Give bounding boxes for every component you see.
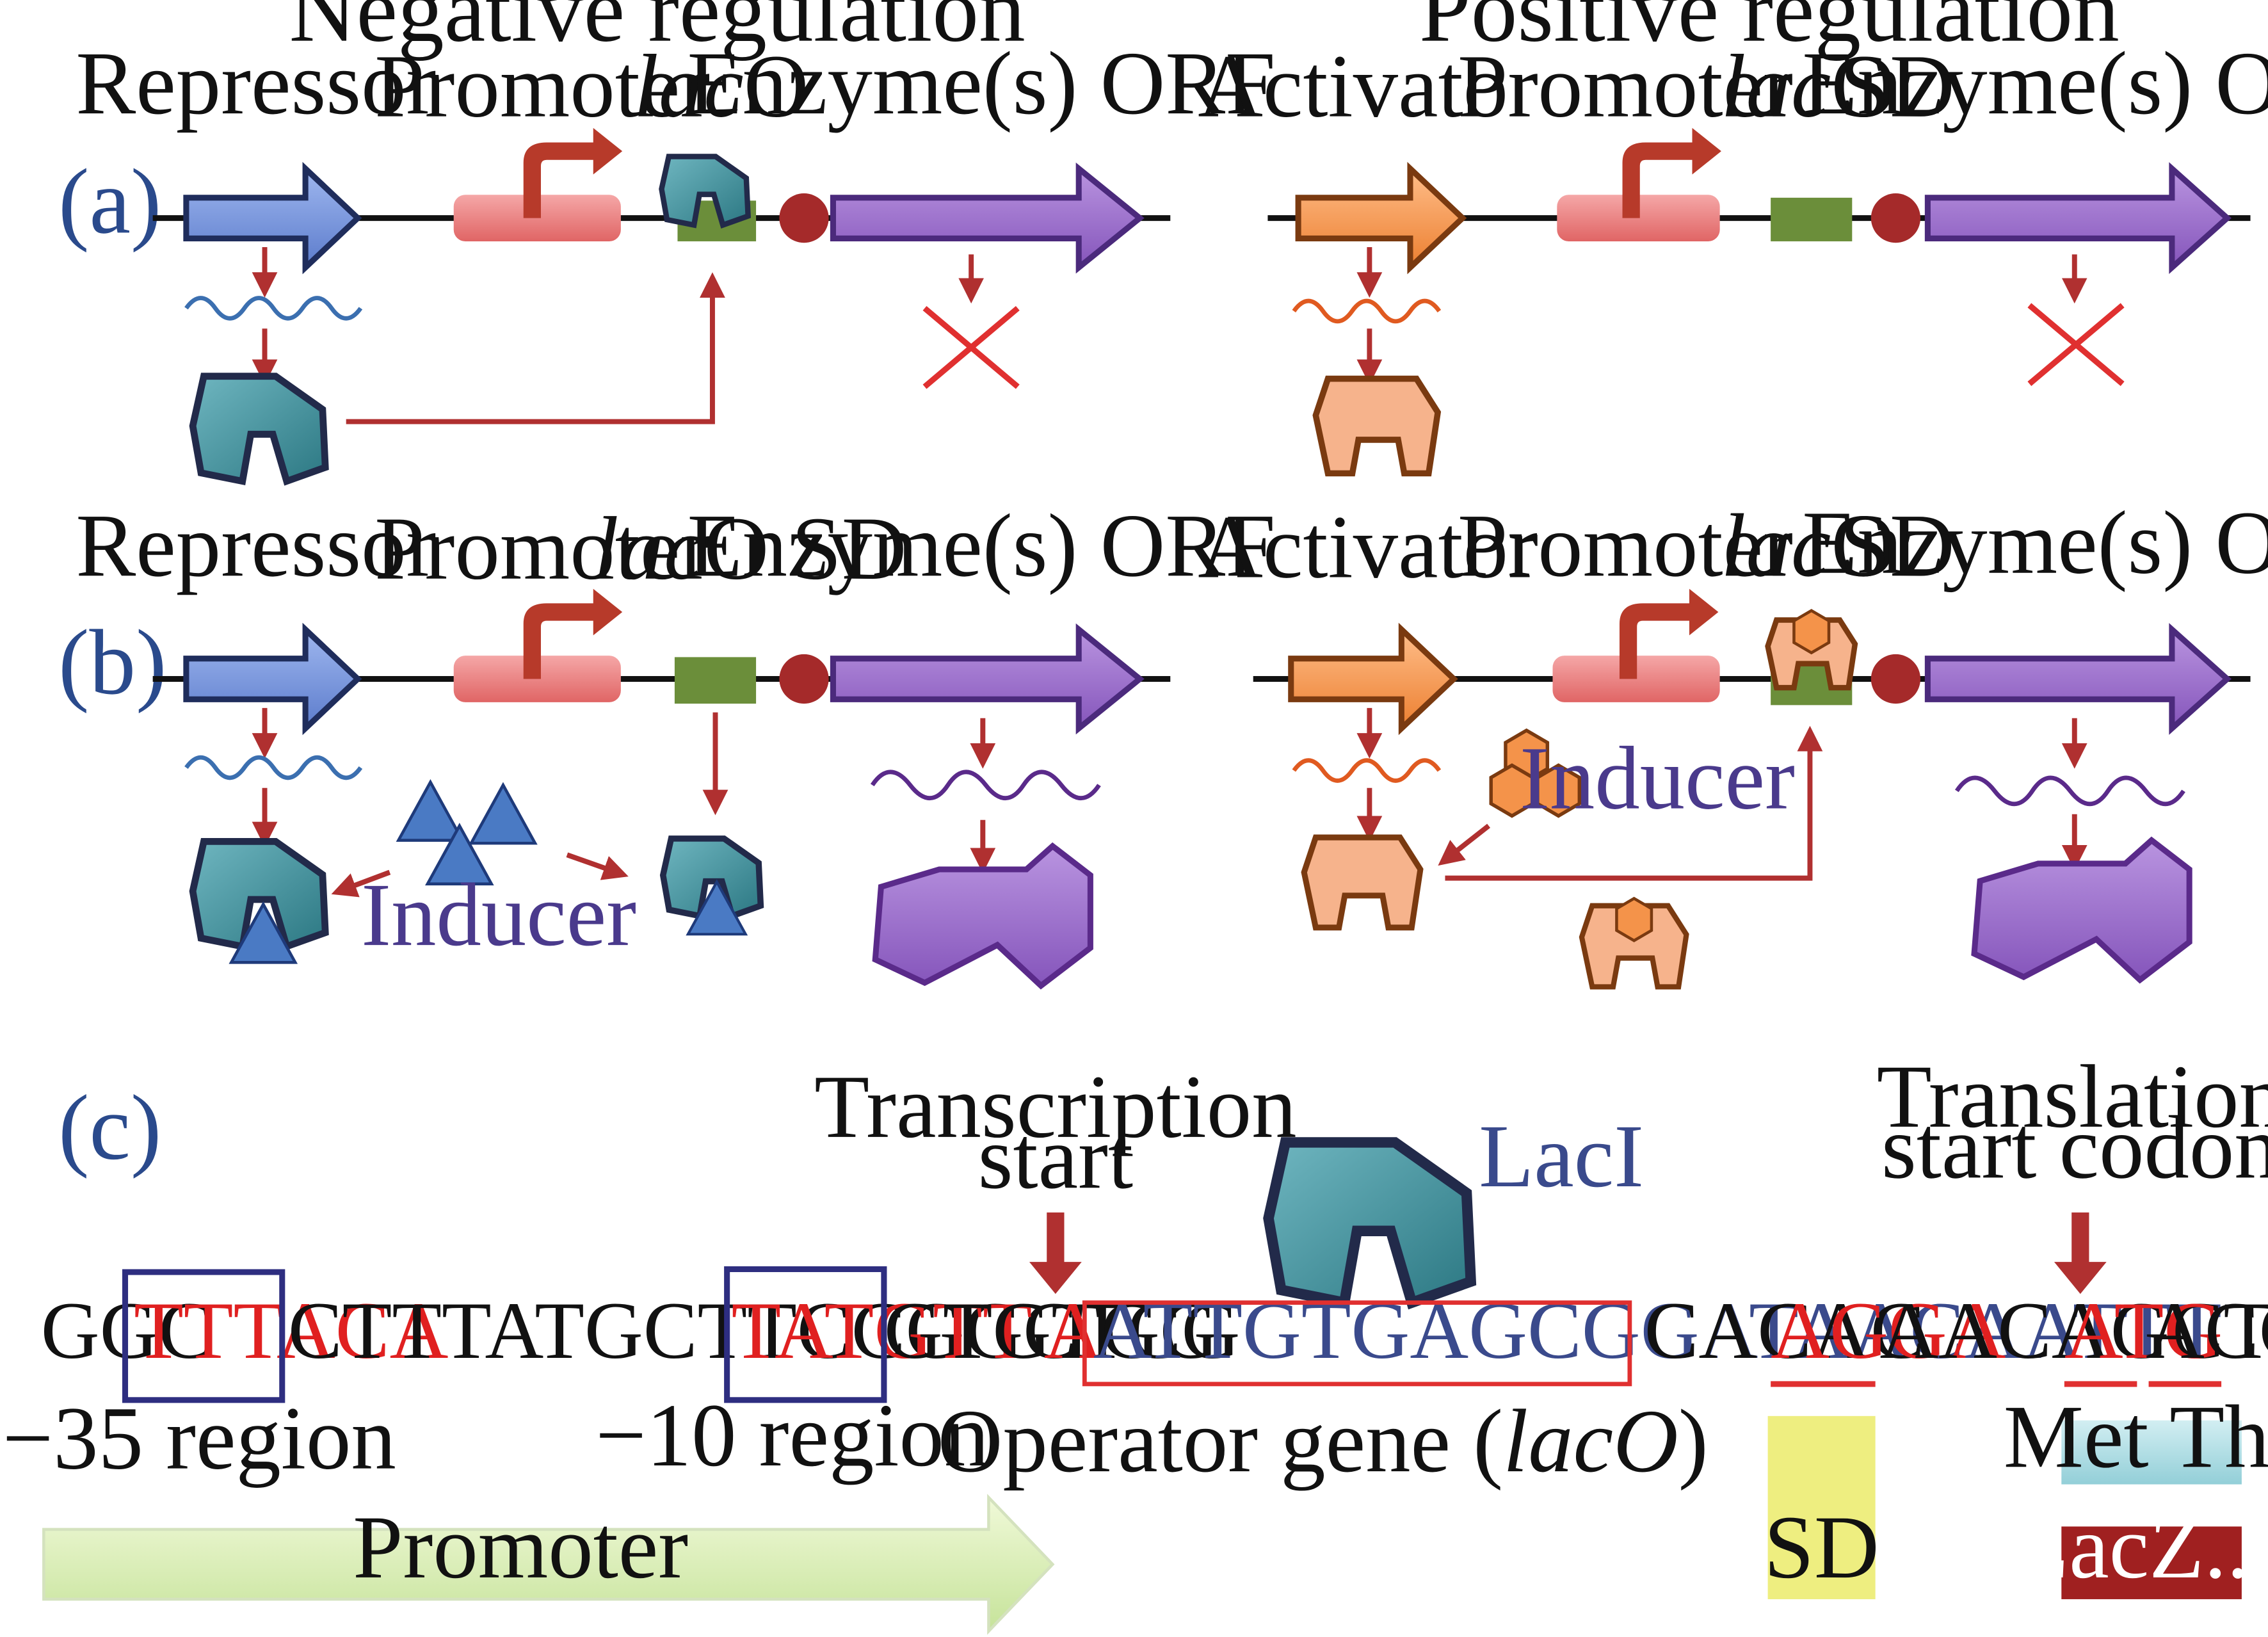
sd-box-label: SD <box>1764 1498 1879 1597</box>
activator-label-b: Activator <box>1198 498 1538 597</box>
inducer-label-pos-b: Inducer <box>1520 729 1795 828</box>
enzyme-orf-label-neg-a: Enzyme(s) ORF <box>688 34 1276 133</box>
laco-label-pos-a: lacO <box>1721 37 1896 136</box>
mrna-wave-enzyme-pos-b <box>1954 775 2185 807</box>
translation-start-label-2: start codon <box>1881 1098 2268 1197</box>
blocked-cross-pos-a <box>2027 303 2125 386</box>
inducer-label-neg-b: Inducer <box>361 866 636 965</box>
translation-start-arrow <box>2054 1212 2107 1294</box>
repressor-label-b: Repressor <box>76 496 436 595</box>
translation-start-label-1: Translation <box>1877 1047 2268 1147</box>
promoter-arrow-c <box>42 1494 1055 1635</box>
transcription-start-label-1: Transcription <box>814 1058 1296 1157</box>
repressor-label-a: Repressor <box>76 34 436 133</box>
activator-protein-b <box>1304 837 1420 928</box>
panel-b-label: (b) <box>58 611 166 714</box>
seq-acc: ACC <box>2146 1286 2268 1376</box>
activator-protein-a <box>1315 379 1438 474</box>
panel-a-label: (a) <box>58 150 161 253</box>
seq-cacac: CACAC <box>1645 1286 1925 1376</box>
seq-aacagct: AACAGCT <box>1879 1286 2268 1376</box>
activator-label-a: Activator <box>1198 37 1538 136</box>
enzyme-orf-label-pos-a: Enzyme(s) ORF <box>1802 34 2268 133</box>
sd-label-pos-a: SD <box>1840 37 1955 136</box>
sd-label-pos-b: SD <box>1840 496 1955 595</box>
blocked-cross-neg-a <box>922 305 1020 389</box>
minus10-box <box>724 1266 887 1403</box>
negative-regulation-title: Negative regulation <box>289 0 1025 61</box>
enzyme-protein-neg-b <box>875 846 1090 986</box>
positive-regulation-title: Positive regulation <box>1419 0 2119 61</box>
met-thr-box <box>2061 1420 2242 1485</box>
inducer-hex-bound-b <box>1794 611 1829 653</box>
operator-box <box>1082 1300 1632 1387</box>
seq-sd: AGGA <box>1771 1286 2006 1376</box>
minus35-box <box>122 1269 286 1403</box>
mrna-wave-neg-b <box>184 755 363 780</box>
mrna-wave-neg-a <box>184 296 363 321</box>
minus10-label: −10 region <box>595 1386 989 1485</box>
sd-yellow-box <box>1767 1415 1876 1599</box>
promoter-label-c: Promoter <box>353 1498 688 1597</box>
met-thr-label: Met Thr <box>2004 1387 2268 1487</box>
inducer-hex-complex-b <box>1616 898 1652 940</box>
minus35-label: −35 region <box>3 1389 396 1488</box>
seq-spacer: CTTTATGCTTCCGGCTCG <box>288 1286 1240 1376</box>
lacz-box <box>2061 1526 2242 1599</box>
mrna-wave-pos-a <box>1292 298 1442 324</box>
promoter-label-neg-b: Promoter <box>374 499 710 599</box>
dna-positive-a <box>1267 127 2251 275</box>
laci-label: LacI <box>1479 1107 1644 1206</box>
enzyme-protein-pos-b <box>1974 841 2189 980</box>
laci-protein <box>1269 1142 1471 1302</box>
seq-minus35: TTTACA <box>134 1286 448 1376</box>
dna-sequence: GGC TTTACA CTTTATGCTTCCGGCTCG TATGTT GTG… <box>41 1286 2268 1376</box>
enzyme-orf-label-pos-b: Enzyme(s) ORF <box>1802 494 2268 593</box>
promoter-label-pos-a: Promoter <box>1458 37 1793 136</box>
operator-gene-label: Operator gene (lacO) <box>938 1392 1709 1491</box>
promoter-label-neg-a: Promoter <box>374 37 710 136</box>
laco-label-neg-a: lacO <box>634 37 809 136</box>
lacz-label: LacZ... <box>2014 1498 2268 1597</box>
panel-c-label: (c) <box>58 1076 161 1179</box>
dna-positive-b <box>1253 588 2251 736</box>
mrna-wave-pos-b <box>1292 758 1442 783</box>
promoter-label-pos-b: Promoter <box>1458 496 1793 595</box>
enzyme-orf-label-neg-b: Enzyme(s) ORF <box>688 496 1276 595</box>
laco-label-pos-b: lacO <box>1721 496 1896 595</box>
mrna-wave-enzyme-neg-b <box>870 770 1101 801</box>
seq-atg: ATG <box>2064 1286 2223 1376</box>
dna-negative-b <box>152 588 1171 736</box>
repressor-protein-a <box>193 376 325 481</box>
laco-sd-label-neg-b: lacO SD <box>594 499 907 599</box>
transcription-start-arrow <box>1029 1212 1082 1294</box>
transcription-start-label-2: start <box>978 1108 1133 1207</box>
